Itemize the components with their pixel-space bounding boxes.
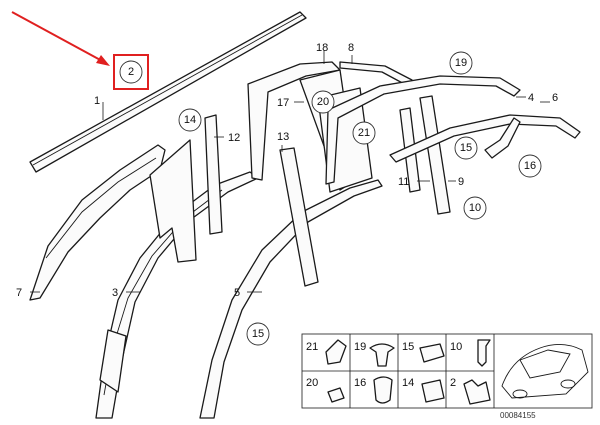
callout-5[interactable]: 5	[234, 287, 240, 299]
part-13-b-pillar	[279, 147, 319, 287]
legend-label-15: 15	[402, 341, 414, 353]
callout-4[interactable]: 4	[528, 92, 534, 104]
callout-14[interactable]: 14	[178, 108, 202, 132]
legend-label-14: 14	[402, 377, 414, 389]
legend-label-16: 16	[354, 377, 366, 389]
callout-17[interactable]: 17	[277, 97, 289, 109]
leader-lines	[30, 50, 550, 293]
svg-text:19: 19	[455, 57, 467, 69]
pad-20-icon	[327, 387, 345, 403]
image-code: 00084155	[500, 411, 536, 420]
part-12-pillar-trim	[204, 114, 223, 235]
legend-label-21: 21	[306, 341, 318, 353]
callout-13[interactable]: 13	[277, 131, 289, 143]
svg-text:14: 14	[184, 114, 196, 126]
legend-label-20: 20	[306, 377, 318, 389]
grommet-19-icon	[369, 343, 395, 367]
callout-9[interactable]: 9	[458, 176, 464, 188]
part-17-door-frame-seal	[247, 61, 373, 193]
callout-2[interactable]: 2	[113, 54, 149, 90]
screw-10-icon	[477, 339, 491, 367]
legend-label-19: 19	[354, 341, 366, 353]
callout-10[interactable]: 10	[463, 196, 487, 220]
part-7-a-pillar-seal	[29, 144, 166, 301]
callout-7[interactable]: 7	[16, 287, 22, 299]
legend-table: 21 19 15 10 20 16 14 2	[301, 333, 593, 409]
part-5-rear-channel	[199, 179, 383, 419]
part-6-rear-molding	[389, 114, 581, 163]
callout-12[interactable]: 12	[228, 132, 240, 144]
svg-text:21: 21	[358, 127, 370, 139]
callout-20[interactable]: 20	[311, 90, 335, 114]
callout-11[interactable]: 11	[398, 176, 409, 188]
car-thumbnail	[501, 344, 589, 399]
part-1-roof-molding	[29, 11, 307, 173]
callout-21[interactable]: 21	[352, 121, 376, 145]
callout-19[interactable]: 19	[449, 51, 473, 75]
plug-16-icon	[373, 376, 393, 404]
callout-15-top[interactable]: 15	[454, 136, 478, 160]
svg-text:2: 2	[128, 66, 134, 78]
legend-label-10: 10	[450, 341, 462, 353]
clip-14-icon	[421, 379, 445, 403]
callout-8[interactable]: 8	[348, 42, 354, 54]
callout-15-bottom[interactable]: 15	[246, 322, 270, 346]
clip-2-icon	[463, 379, 491, 405]
svg-text:16: 16	[524, 160, 536, 172]
part-4-window-frame	[325, 75, 521, 185]
highlight-arrow	[11, 11, 110, 66]
part-14-pillar-panel	[149, 139, 197, 263]
clip-15-icon	[419, 343, 445, 363]
svg-text:20: 20	[317, 96, 329, 108]
svg-text:10: 10	[469, 202, 481, 214]
clip-21-icon	[325, 339, 347, 365]
svg-text:15: 15	[460, 142, 472, 154]
svg-text:15: 15	[252, 328, 264, 340]
callout-6[interactable]: 6	[552, 92, 558, 104]
callout-1[interactable]: 1	[94, 95, 100, 107]
part-9-pillar-strip	[419, 95, 451, 215]
callout-18[interactable]: 18	[316, 42, 328, 54]
callout-16[interactable]: 16	[518, 154, 542, 178]
callout-3[interactable]: 3	[112, 287, 118, 299]
legend-label-2: 2	[450, 377, 456, 389]
